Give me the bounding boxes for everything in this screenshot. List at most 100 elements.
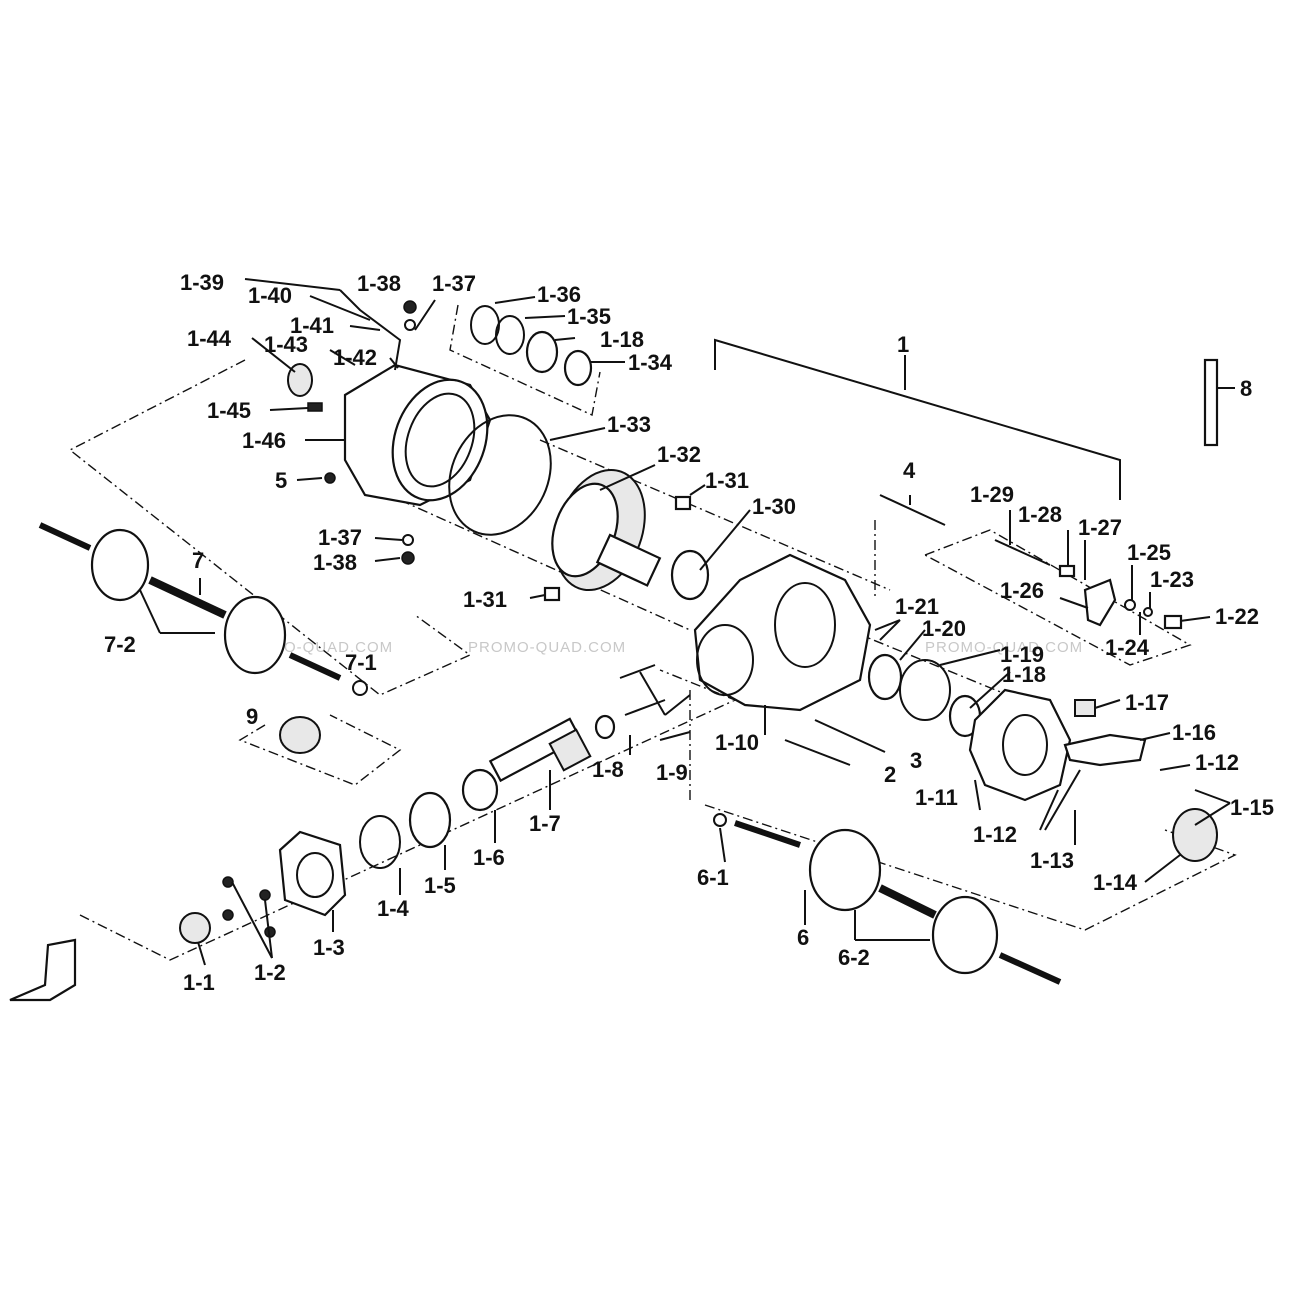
callout-label: 1-42 (333, 345, 377, 370)
o-ring (899, 659, 951, 721)
callout-label: 8 (1240, 376, 1252, 401)
oil-seal (179, 912, 211, 944)
callout-label: 2 (884, 762, 896, 787)
group-outline (449, 304, 601, 417)
callout-label: 1-1 (183, 970, 215, 995)
pin (624, 699, 666, 716)
o-ring (495, 315, 525, 355)
callout-label: 1-37 (432, 271, 476, 296)
nut (403, 300, 417, 314)
callout-label: 1-16 (1172, 720, 1216, 745)
callout-label: 1-30 (752, 494, 796, 519)
needle-bearing (670, 549, 710, 601)
callout-label: 5 (275, 468, 287, 493)
callout-label: 6-1 (697, 865, 729, 890)
callout-label: 1 (897, 332, 909, 357)
callout-label: 1-33 (607, 412, 651, 437)
callout-label: 1-31 (705, 468, 749, 493)
callout-label: 1-14 (1093, 870, 1138, 895)
shift-shaft (994, 539, 1051, 566)
pinion-shaft (488, 717, 592, 783)
callout-label: 1-4 (377, 896, 410, 921)
callout-label: 1-12 (1195, 750, 1239, 775)
watermark: PROMO-QUAD.COM (925, 639, 1083, 656)
cable-tie (1203, 358, 1219, 447)
callout-label: 1-40 (248, 283, 292, 308)
callout-label: 1-38 (313, 550, 357, 575)
callout-label: 1-15 (1230, 795, 1274, 820)
nut (222, 909, 234, 921)
callout-label: 1-38 (357, 271, 401, 296)
callout-label: 1-20 (922, 616, 966, 641)
washer (402, 534, 414, 546)
callout-label: 4 (903, 458, 916, 483)
actuator-bracket (1063, 733, 1147, 767)
axis-line (539, 439, 891, 591)
callout-label: 1-29 (970, 482, 1014, 507)
bolt (814, 719, 886, 753)
callout-label: 1-18 (600, 327, 644, 352)
leader-lines (139, 278, 1235, 966)
callout-label: 1-28 (1018, 502, 1062, 527)
callout-label: 1-36 (537, 282, 581, 307)
ball (1143, 607, 1153, 617)
callout-label: 3 (910, 748, 922, 773)
nut (222, 876, 234, 888)
callout-label: 1-45 (207, 398, 251, 423)
callout-label: 1-23 (1150, 567, 1194, 592)
callout-label: 1-6 (473, 845, 505, 870)
callout-label: 1-43 (264, 332, 308, 357)
bolt (307, 402, 323, 412)
bearing (279, 716, 321, 754)
callout-label: 1-19 (1000, 642, 1044, 667)
front-cover (278, 830, 347, 917)
callout-label: 7 (192, 548, 204, 573)
group-outline (79, 669, 737, 961)
o-ring (470, 305, 500, 345)
right-drive-shaft (734, 820, 1062, 985)
housing-cover (324, 363, 492, 507)
callout-label: 9 (246, 704, 258, 729)
pin (659, 731, 691, 741)
callout-label: 1-26 (1000, 578, 1044, 603)
callout-label: 1-34 (628, 350, 673, 375)
callout-label: 1-32 (657, 442, 701, 467)
spring (1058, 564, 1076, 578)
breather-hose (339, 289, 402, 371)
circlip (713, 813, 727, 827)
right-cover (968, 688, 1072, 802)
axis-line (399, 499, 691, 631)
shift-fork (1083, 578, 1117, 627)
circlip (352, 680, 368, 696)
front-direction-icon (9, 938, 77, 1002)
watermark: PROMO-QUAD.COM (468, 639, 626, 656)
callout-label: 1-17 (1125, 690, 1169, 715)
bearing-race (408, 791, 452, 849)
callout-label: 1-3 (313, 935, 345, 960)
washer (1124, 599, 1136, 611)
callout-label: 1-25 (1127, 540, 1171, 565)
callout-label: 1-13 (1030, 848, 1074, 873)
callout-label: 1-37 (318, 525, 362, 550)
bearing (563, 349, 593, 387)
callout-label: 1-12 (973, 822, 1017, 847)
bearing (461, 768, 499, 812)
callout-label: 1-8 (592, 757, 624, 782)
bolt (784, 739, 851, 766)
callout-label: 1-46 (242, 428, 286, 453)
callout-label: 1-22 (1215, 604, 1259, 629)
group-outline (924, 529, 1192, 666)
nut (259, 889, 271, 901)
callout-label: 1-21 (895, 594, 939, 619)
left-drive-shaft (38, 522, 342, 681)
callout-label: 1-39 (180, 270, 224, 295)
bearing (594, 714, 616, 740)
callout-label: 1-10 (715, 730, 759, 755)
nut (401, 551, 415, 565)
callout-label: 6 (797, 925, 809, 950)
bearing (867, 653, 903, 701)
callout-label: 1-18 (1002, 662, 1046, 687)
o-ring (448, 414, 552, 536)
callout-label: 1-2 (254, 960, 286, 985)
